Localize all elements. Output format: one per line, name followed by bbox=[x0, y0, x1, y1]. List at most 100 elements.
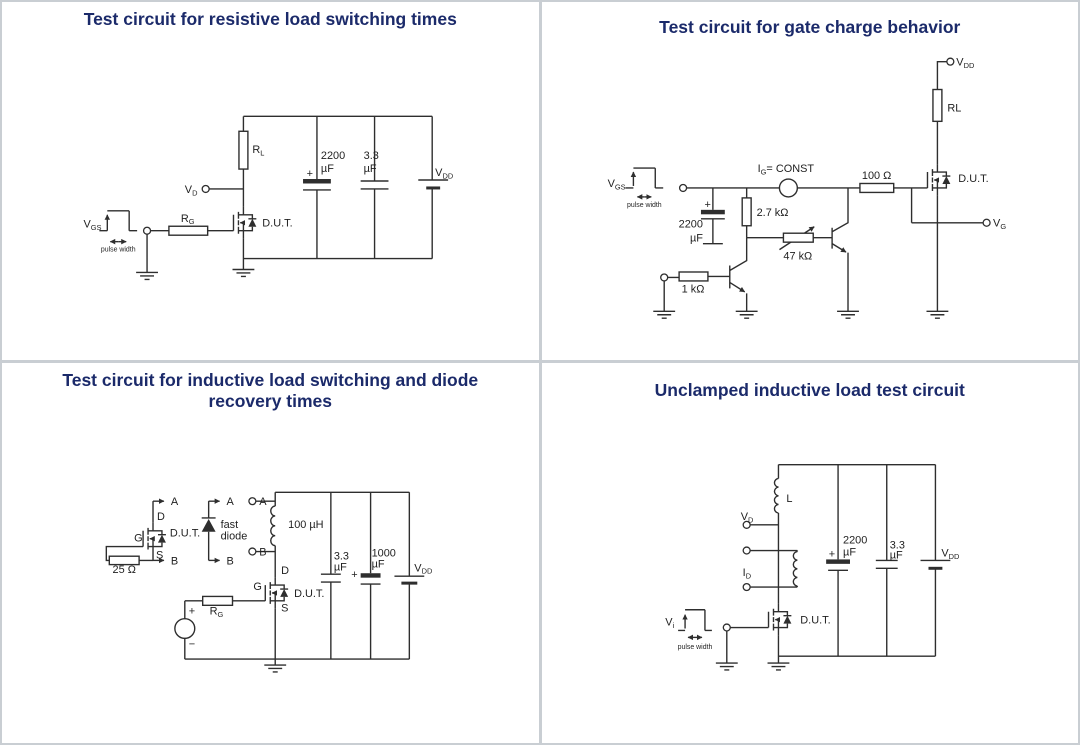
cap-value-label: 2200 bbox=[321, 150, 345, 162]
circuit-title-gate-charge: Test circuit for gate charge behavior bbox=[659, 17, 961, 37]
resistor-100 bbox=[858, 182, 894, 194]
id-label: ID bbox=[742, 567, 750, 580]
cap-value-label: 3.3 bbox=[889, 540, 904, 552]
electrolytic-cap-plate bbox=[825, 559, 850, 564]
rl-label: RL bbox=[252, 144, 264, 157]
cap-unit-label: µF bbox=[321, 163, 334, 175]
cap-value-label: 1000 bbox=[372, 547, 396, 559]
cap-value-label: 3.3 bbox=[364, 150, 379, 162]
vd-terminal bbox=[201, 184, 210, 194]
cap-plus-label: + bbox=[828, 548, 834, 560]
electrolytic-cap-plate bbox=[360, 573, 381, 578]
resistor-rg bbox=[201, 595, 234, 607]
c4-wiring bbox=[677, 463, 950, 664]
cap-plus-label: + bbox=[704, 199, 710, 211]
terminal-b-label: B bbox=[259, 546, 266, 558]
dut-label: D.U.T. bbox=[262, 218, 292, 230]
inductor-label: L bbox=[786, 493, 792, 505]
pulse-width-label: pulse width bbox=[101, 247, 136, 254]
ground-symbol bbox=[135, 271, 159, 281]
inductive-load-circuit-diagram: A D G D.U.T. S B 25 Ω A fast diode B A B… bbox=[105, 491, 432, 673]
vdd-label: VDD bbox=[414, 562, 432, 575]
vd-terminal bbox=[742, 520, 751, 529]
ground-symbol bbox=[835, 310, 860, 319]
ground-symbol bbox=[231, 268, 256, 278]
resistor-rg bbox=[168, 225, 209, 236]
drain-label: D bbox=[281, 565, 289, 577]
ig-const-label: IG= CONST bbox=[757, 163, 814, 176]
cap-unit-label: µF bbox=[372, 558, 385, 570]
source-label: S bbox=[281, 603, 288, 615]
resistor-rl bbox=[931, 88, 943, 123]
input-terminal bbox=[678, 183, 687, 193]
resistor-rl bbox=[238, 130, 249, 170]
resistor-47k-label: 47 kΩ bbox=[783, 251, 812, 263]
panel-resistive-load: Test circuit for resistive load switchin… bbox=[2, 2, 539, 360]
circuit-title-inductive: Test circuit for inductive load switchin… bbox=[62, 370, 479, 411]
cap-value-label: 2200 bbox=[843, 535, 867, 547]
resistor-2k7 bbox=[740, 197, 752, 227]
resistor-25-label: 25 Ω bbox=[113, 564, 136, 576]
vdd-label: VDD bbox=[435, 167, 454, 180]
cap-plus-label: + bbox=[307, 168, 313, 180]
source-label: S bbox=[156, 549, 163, 561]
electrolytic-cap-plate bbox=[303, 179, 331, 184]
pulse-width-label: pulse width bbox=[677, 644, 712, 651]
gate-label: G bbox=[253, 581, 261, 593]
dut-label: D.U.T. bbox=[170, 528, 200, 540]
inductor-label: 100 µH bbox=[288, 519, 323, 531]
c2-wiring bbox=[624, 60, 983, 312]
electrolytic-cap-plate bbox=[700, 209, 725, 215]
resistor-1k-label: 1 kΩ bbox=[681, 283, 704, 295]
mosfet-dut bbox=[927, 164, 950, 196]
resistor-100-label: 100 Ω bbox=[861, 170, 890, 182]
terminal-a bbox=[248, 497, 257, 506]
vg-terminal bbox=[981, 218, 991, 227]
vg-label: VG bbox=[993, 218, 1006, 231]
cap-unit-label: µF bbox=[843, 546, 856, 558]
circuit-title-resistive: Test circuit for resistive load switchin… bbox=[83, 9, 457, 29]
resistor-2k7-label: 2.7 kΩ bbox=[756, 207, 788, 219]
resistor-25 bbox=[108, 555, 140, 566]
vgs-label: VGS bbox=[83, 219, 101, 232]
ground-symbol bbox=[734, 310, 758, 319]
fast-diode-label: diode bbox=[221, 531, 248, 543]
pulse-width-label: pulse width bbox=[626, 202, 661, 209]
terminal-a-label: A bbox=[259, 496, 267, 508]
cap-value-label: 3.3 bbox=[334, 550, 349, 562]
vi-label: Vi bbox=[665, 617, 674, 630]
gate-label: G bbox=[134, 533, 142, 545]
input-terminal bbox=[142, 226, 152, 235]
cap-unit-label: µF bbox=[689, 233, 702, 245]
current-source bbox=[778, 178, 798, 198]
vdd-label: VDD bbox=[956, 57, 975, 70]
pulse-voltage-source bbox=[174, 617, 196, 640]
panel-inductive-load: Test circuit for inductive load switchin… bbox=[2, 363, 539, 743]
dut-label: D.U.T. bbox=[958, 173, 988, 185]
panel-unclamped-inductive: Unclamped inductive load test circuit bbox=[541, 363, 1078, 743]
panel-gate-charge: Test circuit for gate charge behavior bbox=[541, 2, 1078, 360]
mosfet-dut bbox=[768, 604, 791, 636]
node-a-label: A bbox=[227, 496, 235, 508]
vdd-terminal bbox=[945, 57, 954, 66]
ground-symbol bbox=[714, 662, 738, 671]
cap-unit-label: µF bbox=[334, 561, 347, 573]
dut-label: D.U.T. bbox=[800, 615, 830, 627]
terminal-b bbox=[248, 547, 257, 556]
c1-wiring bbox=[99, 115, 449, 273]
ab-arrows bbox=[153, 498, 221, 564]
mosfet-dut bbox=[233, 207, 256, 239]
ground-symbol bbox=[652, 310, 676, 319]
cap-plus-label: + bbox=[351, 569, 357, 581]
id-terminal bbox=[742, 546, 751, 555]
resistor-1k bbox=[677, 271, 709, 282]
resistive-load-circuit-diagram: VGS pulse width RG VD D.U.T. RL + 2200 µ… bbox=[83, 115, 454, 281]
fast-diode-symbol bbox=[201, 518, 216, 532]
input-terminal bbox=[722, 623, 731, 632]
resistor-47k bbox=[782, 232, 814, 243]
unclamped-inductive-circuit-diagram: L VD ID Vi pulse width D.U.T. 2200 µF + … bbox=[665, 463, 959, 671]
node-b-label: B bbox=[171, 555, 178, 567]
npn2-emitter-arrow bbox=[831, 243, 846, 253]
input-terminal bbox=[659, 273, 668, 282]
